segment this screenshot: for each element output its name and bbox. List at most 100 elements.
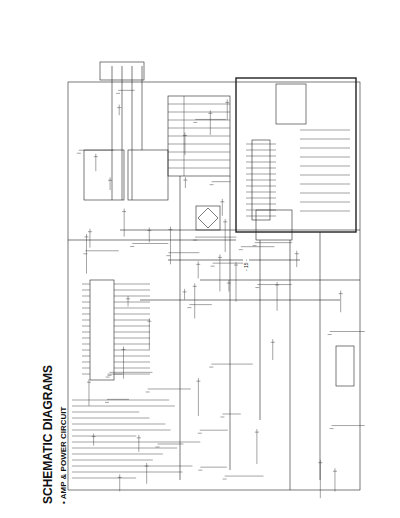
wire [198, 378, 199, 416]
regulator-block [276, 84, 306, 124]
table-rule [168, 168, 230, 169]
component-symbol [166, 255, 170, 256]
component-symbol [339, 293, 343, 294]
ic-pin [82, 344, 90, 345]
signal-line [72, 454, 163, 455]
signal-line [72, 472, 183, 473]
connector-pin [246, 150, 276, 151]
component-symbol [130, 246, 134, 247]
wire [255, 242, 292, 243]
component-symbol [183, 135, 187, 136]
wire [95, 154, 96, 172]
signal-line [72, 448, 177, 449]
component-symbol [196, 381, 200, 382]
ic-pin [82, 308, 90, 309]
wire [184, 289, 185, 300]
wire [185, 177, 186, 188]
component-symbol [118, 477, 122, 478]
component-symbol [275, 284, 279, 285]
table-rule [168, 128, 230, 129]
wire [300, 184, 350, 185]
component-symbol [106, 377, 110, 378]
ic-pin [82, 326, 90, 327]
component-symbol [210, 184, 214, 185]
ic-pin [114, 296, 150, 297]
wire [79, 150, 114, 151]
wire [300, 202, 350, 203]
wire [340, 291, 341, 313]
component-symbol [223, 221, 227, 222]
component-symbol [137, 437, 141, 438]
wire [110, 372, 153, 373]
wire [123, 346, 124, 378]
wire [86, 234, 87, 274]
wire [300, 175, 350, 176]
wire [148, 388, 191, 389]
component-symbol [88, 231, 92, 232]
wire [300, 130, 350, 131]
signal-line [72, 430, 171, 431]
ic-pin [82, 296, 90, 297]
wire [300, 193, 350, 194]
wire [180, 176, 320, 490]
ic-pin [114, 362, 150, 363]
wire [195, 237, 236, 238]
connector-pin [246, 180, 276, 181]
connector-pin [246, 198, 276, 199]
connector-pin [246, 168, 276, 169]
ic-pin [82, 332, 90, 333]
ic-pin [114, 356, 150, 357]
component-symbol [116, 93, 120, 94]
wire [225, 476, 264, 477]
component-symbol [271, 342, 275, 343]
ic-pin [82, 374, 90, 375]
wire [198, 261, 199, 278]
component-symbol [193, 122, 197, 123]
component-symbol [77, 153, 81, 154]
wire [300, 139, 350, 140]
wire [300, 166, 350, 167]
ic-pin [82, 350, 90, 351]
wire [128, 296, 129, 307]
table-rule [168, 104, 230, 105]
wire [296, 251, 297, 267]
component-symbol [126, 298, 130, 299]
component-symbol [198, 433, 202, 434]
connector-pin [246, 186, 276, 187]
diode-bridge [198, 208, 218, 228]
wire [184, 133, 185, 155]
component-symbol [146, 391, 150, 392]
ic-pin [82, 290, 90, 291]
component-symbol [187, 307, 191, 308]
component-symbol [295, 253, 299, 254]
component-symbol [193, 286, 197, 287]
ic-pin [82, 368, 90, 369]
component-symbol [239, 249, 243, 250]
connector-pin [246, 204, 276, 205]
wire [332, 425, 365, 426]
ic-pin [114, 290, 150, 291]
wire [168, 252, 199, 253]
component-symbol [145, 466, 149, 467]
section-label: • AMP & POWER CIRCUIT [59, 407, 69, 504]
component-symbol [92, 436, 96, 437]
wire [219, 254, 220, 291]
component-symbol [211, 266, 215, 267]
output-wire [112, 66, 142, 200]
wire [93, 434, 94, 446]
table-rule [184, 96, 185, 176]
wire [222, 199, 223, 216]
component-symbol [333, 471, 337, 472]
signal-line [72, 400, 169, 401]
wire [200, 430, 228, 431]
wire [132, 243, 168, 244]
ic-pin [114, 344, 150, 345]
component-symbol [168, 229, 172, 230]
signal-line [72, 424, 165, 425]
wire [107, 399, 129, 400]
ic-pin [82, 320, 90, 321]
wire [138, 435, 139, 452]
connector-pin [246, 144, 276, 145]
component-symbol [87, 382, 91, 383]
wire [256, 429, 257, 464]
